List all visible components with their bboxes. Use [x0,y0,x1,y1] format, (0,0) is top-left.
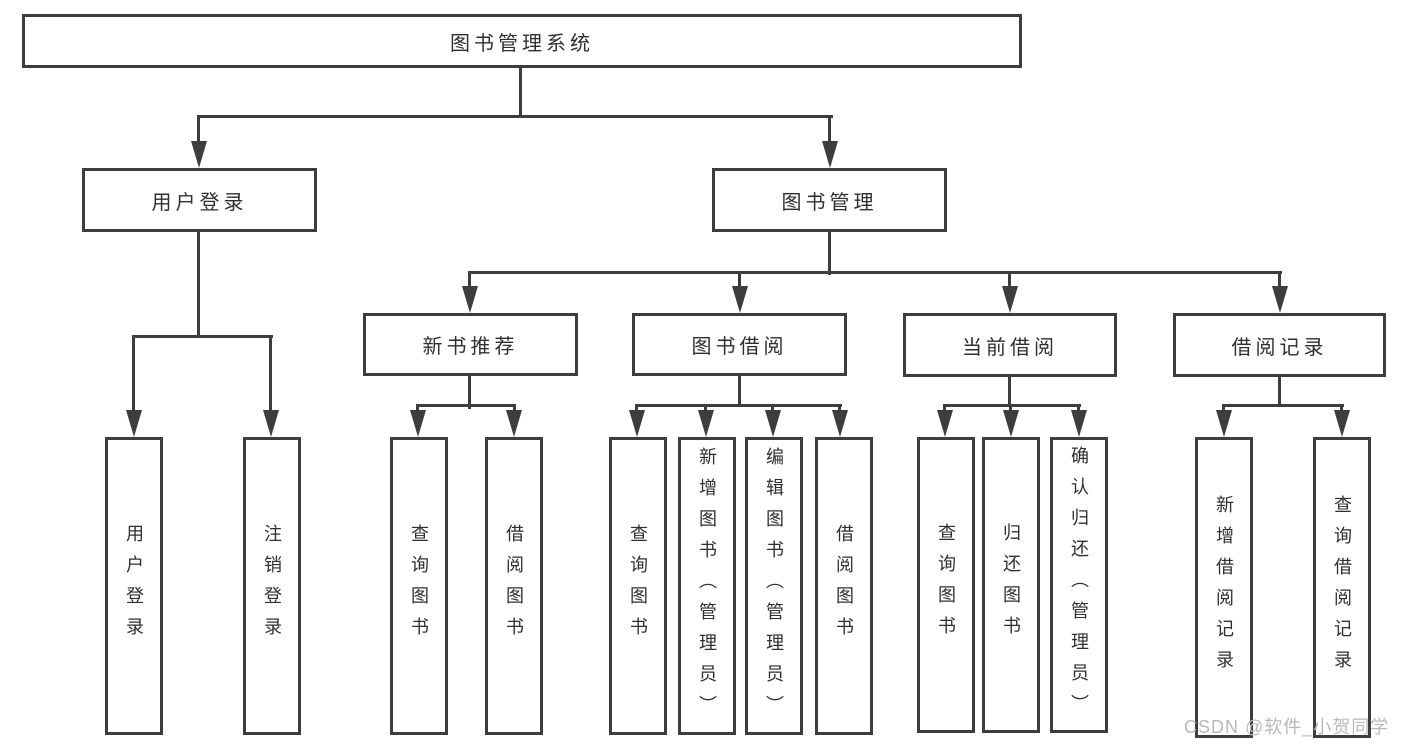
node-label: 用户登录 [151,191,248,214]
arrow-down-icon [832,410,848,437]
connector-line [197,115,833,118]
node-current-return: 归还图书 [982,437,1040,733]
arrow-down-icon [698,410,714,437]
connector-line [1077,404,1080,414]
connector-line [635,404,842,407]
connector-line [1278,271,1281,289]
arrow-down-icon [822,141,838,168]
node-login: 用户登录 [82,168,317,232]
arrow-down-icon [1216,410,1232,437]
arrow-down-icon [937,410,953,437]
node-mgmt: 图书管理 [712,168,947,232]
connector-line [132,335,273,338]
connector-line [943,404,946,414]
node-label: 编辑图书（管理员） [764,446,784,726]
node-rec-borrow: 借阅图书 [485,437,543,735]
node-current: 当前借阅 [903,313,1117,377]
node-records-add: 新增借阅记录 [1195,437,1253,738]
node-label: 新增借阅记录 [1214,494,1234,681]
node-current-confirm: 确认归还（管理员） [1050,437,1108,733]
connector-line [468,271,471,289]
node-label: 查询图书 [409,524,429,648]
arrow-down-icon [629,410,645,437]
node-label: 借阅记录 [1231,336,1328,359]
connector-line [519,66,522,117]
node-records: 借阅记录 [1173,313,1386,377]
connector-line [513,404,516,414]
connector-line [828,115,831,145]
connector-line [468,271,1282,274]
arrow-down-icon [1003,410,1019,437]
node-label: 用户登录 [124,524,144,648]
node-label: 图书借阅 [691,336,788,358]
arrow-down-icon [1071,410,1087,437]
watermark: CSDN @软件_小贺同学 [1184,717,1390,737]
connector-line [132,335,135,415]
connector-line [197,230,200,338]
arrow-down-icon [1334,410,1350,437]
node-label: 当前借阅 [962,336,1058,359]
node-login-user: 用户登录 [105,437,163,735]
arrow-down-icon [191,141,207,168]
node-label: 查询图书 [936,523,956,647]
node-root: 图书管理系统 [22,14,1022,68]
connector-line [943,404,1081,407]
arrow-down-icon [732,286,748,313]
node-rec: 新书推荐 [363,313,578,376]
connector-line [828,230,831,275]
node-current-query: 查询图书 [917,437,975,733]
connector-line [416,404,516,407]
connector-line [1008,271,1011,289]
connector-line [197,115,200,145]
node-label: 确认归还（管理员） [1069,445,1089,725]
connector-line [468,374,471,409]
arrow-down-icon [263,410,279,437]
node-borrow-lend: 借阅图书 [815,437,873,735]
arrow-down-icon [462,286,478,313]
connector-line [738,373,741,407]
arrow-down-icon [126,410,142,437]
connector-line [1278,375,1281,407]
connector-line [704,404,707,414]
node-label: 查询图书 [628,524,648,648]
connector-line [1222,404,1225,414]
node-records-query: 查询借阅记录 [1313,437,1371,738]
connector-line [771,404,774,414]
node-rec-query: 查询图书 [390,437,448,735]
connector-line [1222,404,1344,407]
connector-line [1340,404,1343,414]
arrow-down-icon [506,410,522,437]
node-label: 归还图书 [1001,523,1021,647]
connector-line [1009,404,1012,414]
connector-line [269,335,272,415]
arrow-down-icon [1002,286,1018,313]
connector-line [1008,375,1011,407]
connector-line [738,271,741,289]
node-borrow-add: 新增图书（管理员） [678,437,736,735]
connector-line [838,404,841,414]
node-borrow: 图书借阅 [632,313,847,376]
node-label: 图书管理 [781,191,878,214]
node-label: 借阅图书 [834,524,854,648]
arrow-down-icon [410,410,426,437]
node-login-logout: 注销登录 [243,437,301,735]
node-borrow-query: 查询图书 [609,437,667,735]
arrow-down-icon [1272,286,1288,313]
node-label: 新书推荐 [422,336,519,358]
node-borrow-edit: 编辑图书（管理员） [745,437,803,735]
node-label: 注销登录 [262,524,282,648]
connector-line [416,404,419,414]
node-label: 查询借阅记录 [1332,494,1352,681]
node-label: 新增图书（管理员） [697,446,717,726]
node-label: 借阅图书 [504,524,524,648]
connector-line [635,404,638,414]
arrow-down-icon [765,410,781,437]
node-label: 图书管理系统 [450,32,594,55]
